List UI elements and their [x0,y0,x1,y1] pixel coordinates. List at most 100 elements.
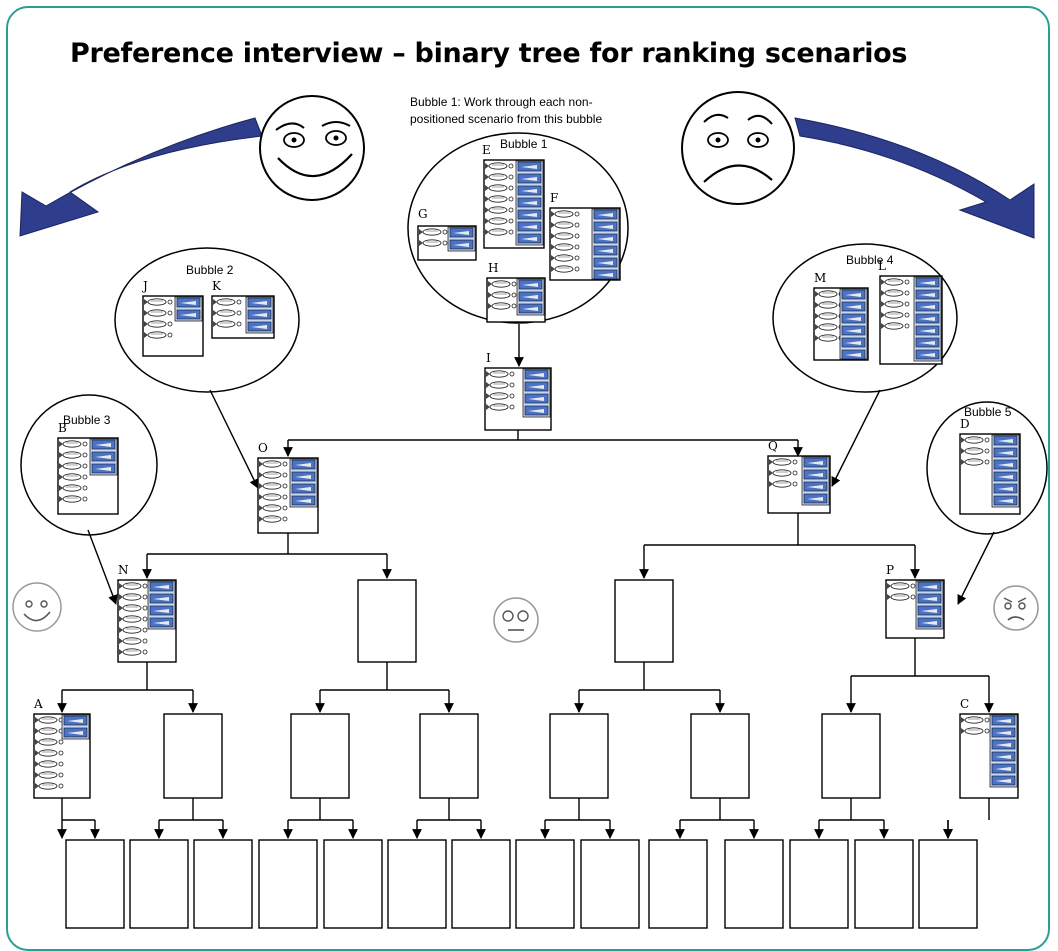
node-label-F: F [550,191,558,205]
fish-row-icon [262,482,282,490]
fish-row-icon [216,309,236,317]
node-label-O: O [258,441,268,455]
fish-row-icon [488,173,508,181]
node-label-A: A [33,697,43,711]
fish-row-icon [122,582,142,590]
fish-row-icon [122,626,142,634]
fish-row-icon [554,221,574,229]
fish-row-icon [890,593,910,601]
fish-row-icon [147,331,167,339]
fish-row-icon [818,323,838,331]
bubble-2-connector [209,389,259,489]
fish-row-icon [262,515,282,523]
bubble-1-note-line1: Bubble 1: Work through each non- [410,95,593,109]
tree-node-A [33,713,91,799]
bubble-5-connector [957,531,995,605]
bubble-node-B [57,437,119,515]
empty-tree-node [65,839,125,929]
fish-row-icon [489,370,509,378]
fish-row-icon [38,727,58,735]
bubble-1-note-line2: positioned scenario from this bubble [410,112,603,126]
fish-row-icon [488,195,508,203]
fish-row-icon [489,392,509,400]
fish-row-icon [216,320,236,328]
empty-tree-node [690,713,750,799]
fish-row-icon [884,311,904,319]
empty-tree-node [387,839,447,929]
fish-row-icon [554,210,574,218]
bubble-node-E [483,159,545,249]
empty-tree-node [193,839,253,929]
node-label-I: I [486,351,491,365]
fish-row-icon [964,436,984,444]
empty-tree-node [515,839,575,929]
node-label-E: E [482,143,491,157]
fish-row-icon [38,716,58,724]
fish-row-icon [488,217,508,225]
node-label-K: K [212,279,222,293]
fish-row-icon [489,403,509,411]
tree-node-N [117,579,177,663]
tree-node-Q [767,455,831,514]
empty-tree-node [724,839,784,929]
smiley-face-icon [259,95,365,201]
small-neutral-face-icon [493,597,539,643]
fish-row-icon [62,462,82,470]
fish-row-icon [122,615,142,623]
bubble-4-connector [831,389,881,487]
empty-tree-node [789,839,849,929]
fish-row-icon [122,637,142,645]
node-label-C: C [960,697,969,711]
fish-row-icon [488,228,508,236]
fish-row-icon [818,334,838,342]
bubble-node-G [417,225,477,261]
fish-row-icon [262,460,282,468]
bubble-1-note: Bubble 1: Work through each non- positio… [410,94,650,128]
fish-row-icon [122,648,142,656]
node-label-L: L [878,259,886,273]
empty-tree-node [854,839,914,929]
like-arrow: LIKE [19,117,263,237]
empty-tree-node [821,713,881,799]
fish-row-icon [147,320,167,328]
fish-row-icon [964,727,984,735]
empty-tree-node [918,839,978,929]
empty-tree-node [163,713,223,799]
fish-row-icon [422,228,442,236]
node-label-P: P [886,563,894,577]
fish-row-icon [818,290,838,298]
like-arrow-label: LIKE [104,158,152,194]
node-label-N: N [118,563,129,577]
fish-row-icon [488,162,508,170]
bubble-node-K [211,295,275,339]
bubble-1-label: Bubble 1 [500,137,548,151]
empty-tree-node [129,839,189,929]
small-smiley-face-icon [12,582,62,632]
fish-row-icon [62,440,82,448]
fish-row-icon [38,760,58,768]
fish-row-icon [964,447,984,455]
fish-row-icon [38,782,58,790]
fish-row-icon [884,322,904,330]
dont-like-arrow: DON'T LIKE [794,117,1035,239]
tree-node-C [959,713,1019,799]
bubble-2-label: Bubble 2 [186,263,234,277]
empty-tree-node [614,579,674,663]
fish-row-icon [964,716,984,724]
bubble-node-H [486,277,546,323]
fish-row-icon [491,302,511,310]
fish-row-icon [62,495,82,503]
fish-row-icon [818,312,838,320]
fish-row-icon [554,265,574,273]
fish-row-icon [884,300,904,308]
fish-row-icon [38,749,58,757]
fish-row-icon [964,458,984,466]
page-title: Preference interview – binary tree for r… [70,38,908,69]
fish-row-icon [884,278,904,286]
empty-tree-node [419,713,479,799]
fish-row-icon [554,254,574,262]
empty-tree-node [290,713,350,799]
fish-row-icon [491,280,511,288]
